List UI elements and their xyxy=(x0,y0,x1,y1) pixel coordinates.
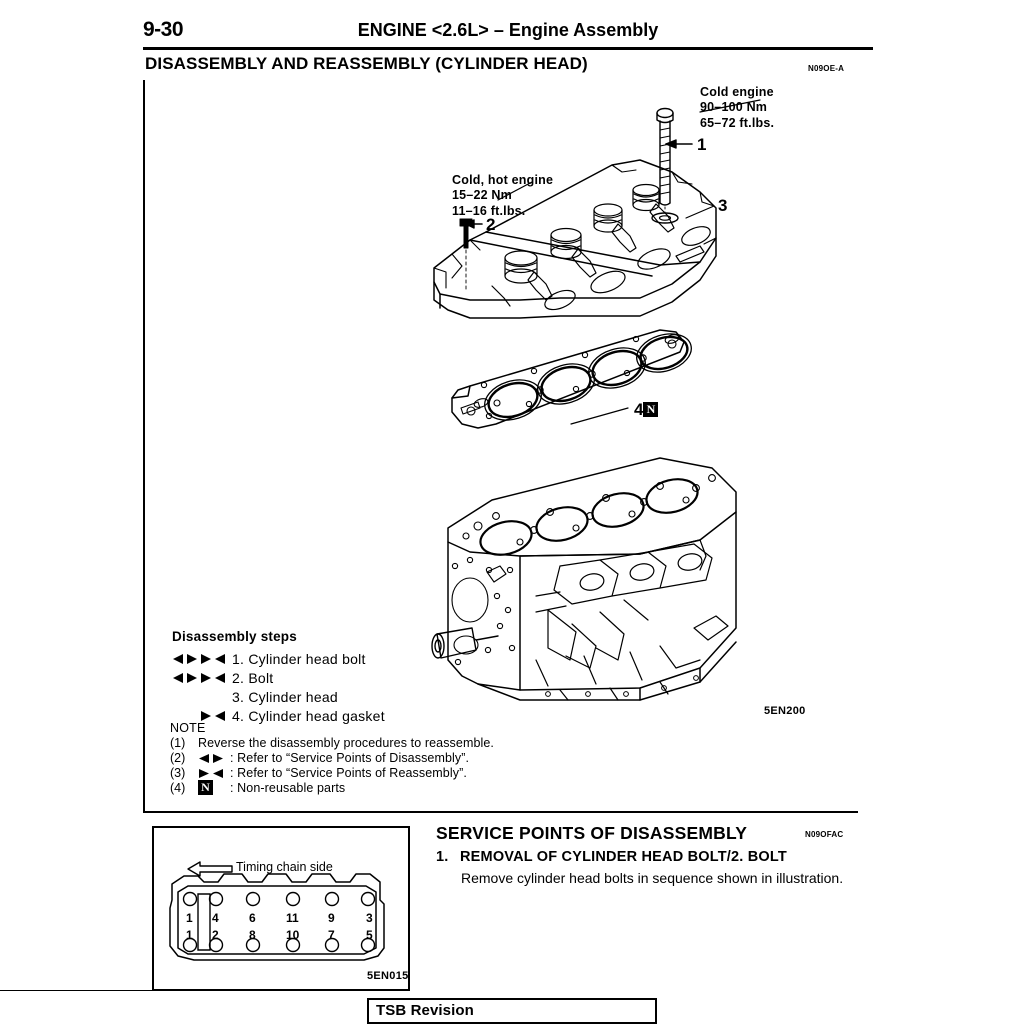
tsb-revision-label: TSB Revision xyxy=(376,1002,474,1019)
note-block: NOTE (1) Reverse the disassembly procedu… xyxy=(170,721,494,796)
reassembly-marker-icon xyxy=(200,710,228,722)
callout-1-line-2: 90–100 Nm xyxy=(700,100,768,115)
bolt-seq-top-2: 4 xyxy=(212,911,219,925)
footer-rule xyxy=(0,990,380,991)
bolt-seq-top-6: 3 xyxy=(366,911,373,925)
bolt-seq-top-4: 11 xyxy=(286,911,299,925)
disassembly-marker-icon xyxy=(198,753,230,764)
service-points-step-title: REMOVAL OF CYLINDER HEAD BOLT/2. BOLT xyxy=(460,849,787,865)
service-points-step-heading: 1. REMOVAL OF CYLINDER HEAD BOLT/2. BOLT xyxy=(436,849,787,865)
disassembly-step-4-label: 4. Cylinder head gasket xyxy=(232,707,385,724)
bolt-seq-bot-3: 8 xyxy=(249,928,256,942)
disassembly-step-3-label: 3. Cylinder head xyxy=(232,688,338,705)
part-label-1: 1 xyxy=(697,135,707,154)
part-label-3: 3 xyxy=(718,196,728,215)
section-ref-code: N09OE-A xyxy=(808,64,845,73)
note-item-4: (4) N : Non-reusable parts xyxy=(170,779,494,797)
disassembly-step-1: 1. Cylinder head bolt xyxy=(172,649,385,668)
disassembly-marker-icon xyxy=(172,653,200,665)
non-reusable-icon: N xyxy=(198,779,230,797)
figure-code-sequence: 5EN015 xyxy=(367,970,409,982)
non-reusable-icon: N xyxy=(643,402,659,417)
disassembly-steps-heading: Disassembly steps xyxy=(172,629,297,644)
callout-2-line-2: 15–22 Nm xyxy=(452,188,512,203)
section-title: DISASSEMBLY AND REASSEMBLY (CYLINDER HEA… xyxy=(145,54,588,73)
reassembly-marker-icon xyxy=(198,768,230,779)
illustration-frame xyxy=(143,80,858,813)
bolt-seq-top-3: 6 xyxy=(249,911,256,925)
reassembly-marker-icon xyxy=(200,672,228,684)
callout-2-line-1: Cold, hot engine xyxy=(452,173,554,187)
bolt-seq-top-1: 1 xyxy=(186,911,193,925)
disassembly-step-1-label: 1. Cylinder head bolt xyxy=(232,650,366,667)
service-points-body: Remove cylinder head bolts in sequence s… xyxy=(461,870,844,886)
service-points-step-number: 1. xyxy=(436,849,449,865)
note-item-4-index: (4) xyxy=(170,780,186,795)
torque-callout-cold-engine: Cold engine 90–100 Nm 65–72 ft.lbs. xyxy=(700,85,774,131)
note-item-1: (1) Reverse the disassembly procedures t… xyxy=(170,736,494,751)
page-header: 9-30 ENGINE <2.6L> – Engine Assembly xyxy=(143,18,873,48)
disassembly-step-2: 2. Bolt xyxy=(172,668,385,687)
service-points-ref-code: N09OFAC xyxy=(805,830,844,839)
bolt-seq-top-5: 9 xyxy=(328,911,335,925)
note-heading: NOTE xyxy=(170,721,206,735)
timing-chain-label: Timing chain side xyxy=(236,860,333,874)
header-title: ENGINE <2.6L> – Engine Assembly xyxy=(357,20,659,40)
note-item-4-text: : Non-reusable parts xyxy=(230,780,346,795)
callout-1-line-3: 65–72 ft.lbs. xyxy=(700,115,775,130)
note-item-3-text: : Refer to “Service Points of Reassembly… xyxy=(230,765,467,780)
bolt-seq-bot-1: 1 xyxy=(186,928,193,942)
callout-1-line-1: Cold engine xyxy=(700,85,774,99)
disassembly-step-4: 4. Cylinder head gasket xyxy=(172,706,385,725)
bolt-seq-bot-4: 10 xyxy=(286,928,300,942)
bolt-seq-bot-5: 7 xyxy=(328,928,335,942)
bolt-seq-bot-2: 2 xyxy=(212,928,219,942)
tsb-revision-box xyxy=(367,998,657,1024)
torque-callout-cold-hot-engine: Cold, hot engine 15–22 Nm 11–16 ft.lbs. xyxy=(452,173,553,219)
bolt-sequence-illustration: 1 4 6 11 9 3 1 2 8 10 7 5 xyxy=(169,873,385,961)
callout-2-line-3: 11–16 ft.lbs. xyxy=(452,203,526,218)
disassembly-step-2-label: 2. Bolt xyxy=(232,669,274,686)
page-number: 9-30 xyxy=(143,18,184,41)
note-item-3-index: (3) xyxy=(170,765,186,780)
timing-chain-arrow-icon xyxy=(186,860,234,883)
note-item-2-index: (2) xyxy=(170,750,186,765)
note-item-2: (2) : Refer to “Service Points of Disass… xyxy=(170,751,494,766)
part-label-4-number: 4 xyxy=(634,400,644,419)
disassembly-steps: Disassembly steps 1. Cylinder head bolt … xyxy=(172,629,385,725)
header-rule xyxy=(143,47,873,50)
reassembly-marker-icon xyxy=(200,653,228,665)
bolt-sequence-frame: Timing chain side xyxy=(152,826,410,991)
note-item-1-index: (1) xyxy=(170,735,186,750)
note-item-3: (3) : Refer to “Service Points of Reasse… xyxy=(170,766,494,781)
part-label-2: 2 xyxy=(486,215,496,234)
service-points-title: SERVICE POINTS OF DISASSEMBLY xyxy=(436,823,748,843)
note-item-1-text: Reverse the disassembly procedures to re… xyxy=(198,735,495,750)
disassembly-step-3: 3. Cylinder head xyxy=(172,687,385,706)
disassembly-marker-icon xyxy=(172,672,200,684)
figure-code-main: 5EN200 xyxy=(764,705,806,717)
bolt-seq-bot-6: 5 xyxy=(366,928,373,942)
note-item-2-text: : Refer to “Service Points of Disassembl… xyxy=(230,750,470,765)
